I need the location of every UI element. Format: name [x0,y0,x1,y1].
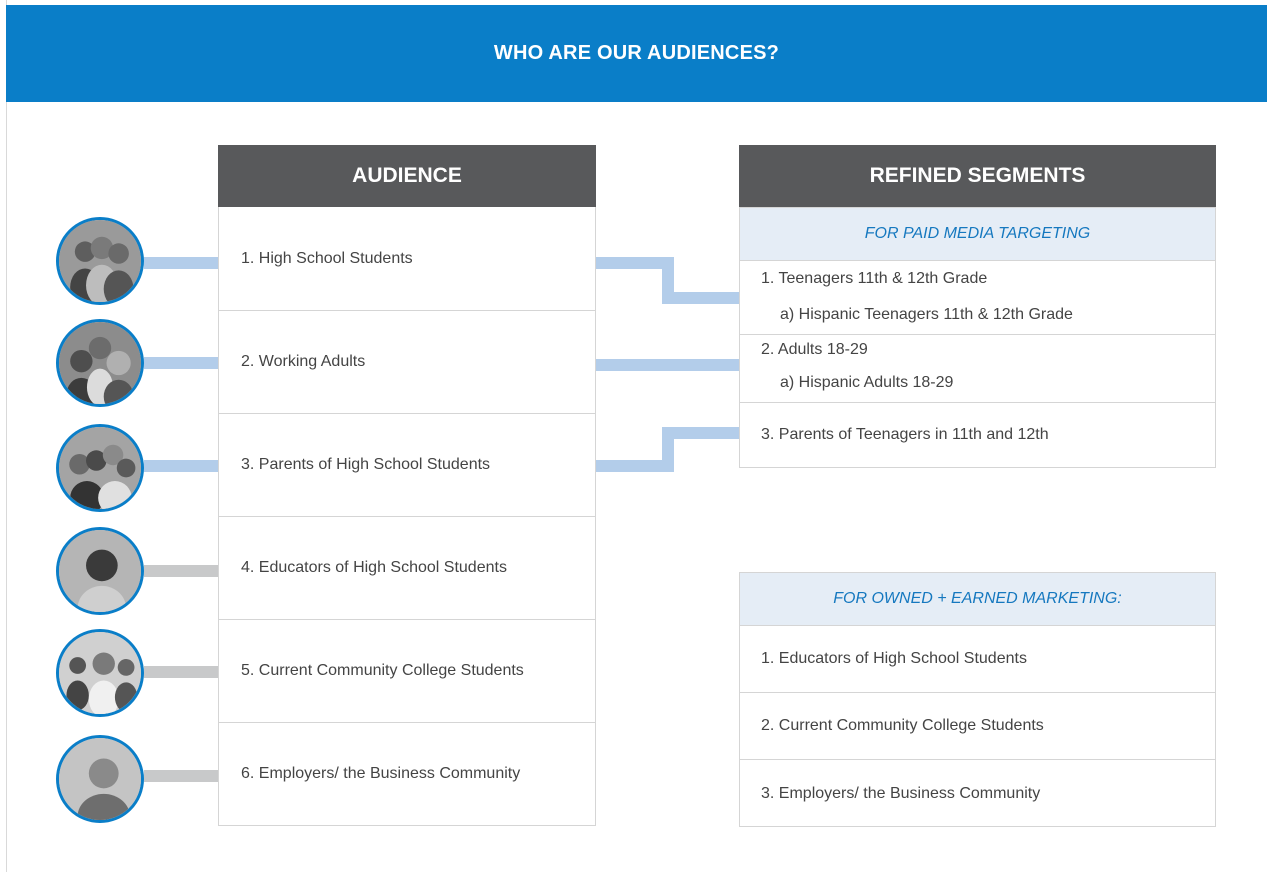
owned-earned-segments: FOR OWNED + EARNED MARKETING: 1. Educato… [739,572,1216,827]
connector-segment-1-a [596,257,674,269]
connector-avatar-6 [144,770,218,782]
segment-sublabel: a) Hispanic Adults 18-29 [780,374,954,391]
owned-item-label: 1. Educators of High School Students [761,650,1027,667]
audience-item-label: 2. Working Adults [241,353,366,370]
connector-segment-1-c [662,292,739,304]
connector-segment-3-a [596,460,674,472]
audience-item-label: 1. High School Students [241,249,413,267]
connector-avatar-1 [144,257,218,269]
connector-avatar-5 [144,666,218,678]
segment-label: 3. Parents of Teenagers in 11th and 12th [761,426,1049,443]
audience-item-label: 6. Employers/ the Business Community [241,765,521,782]
page-title-banner: WHO ARE OUR AUDIENCES? [6,5,1267,102]
owned-earned-subheader-label: FOR OWNED + EARNED MARKETING: [833,590,1122,607]
paid-media-subheader-label: FOR PAID MEDIA TARGETING [864,225,1091,242]
avatar-college-students-photo [56,629,144,717]
page-title: WHO ARE OUR AUDIENCES? [493,42,780,64]
paid-media-subheader: FOR PAID MEDIA TARGETING [740,208,1215,261]
connector-segment-3-c [662,427,739,439]
paid-media-segments: FOR PAID MEDIA TARGETING 1. Teenagers 11… [739,207,1216,468]
owned-item: 3. Employers/ the Business Community [740,760,1215,827]
segments-header-label: REFINED SEGMENTS [869,164,1086,187]
audience-item-label: 5. Current Community College Students [241,662,524,679]
avatar-parents-photo [56,424,144,512]
audience-item-label: 4. Educators of High School Students [241,559,507,576]
audience-item: 6. Employers/ the Business Community [219,722,595,825]
owned-item: 2. Current Community College Students [740,693,1215,760]
connector-avatar-4 [144,565,218,577]
audience-item: 3. Parents of High School Students [219,413,595,516]
segment-group: 2. Adults 18-29 a) Hispanic Adults 18-29 [740,335,1215,403]
segment-group: 3. Parents of Teenagers in 11th and 12th [740,403,1215,467]
audience-item: 5. Current Community College Students [219,619,595,722]
segment-group: 1. Teenagers 11th & 12th Grade a) Hispan… [740,261,1215,335]
segment-sublabel: a) Hispanic Teenagers 11th & 12th Grade [780,306,1073,323]
connector-avatar-2 [144,357,218,369]
avatar-educator-photo [56,527,144,615]
audience-list: 1. High School Students 2. Working Adult… [218,207,596,826]
owned-item: 1. Educators of High School Students [740,626,1215,693]
segment-label: 2. Adults 18-29 [761,341,868,358]
audience-item: 1. High School Students [219,207,595,310]
audience-item-label: 3. Parents of High School Students [241,456,491,473]
audience-header: AUDIENCE [218,145,596,207]
avatar-adults-photo [56,319,144,407]
segment-label: 1. Teenagers 11th & 12th Grade [761,270,988,287]
page-frame [6,0,1267,872]
audience-item: 2. Working Adults [219,310,595,413]
connector-segment-2 [596,359,739,371]
segments-header: REFINED SEGMENTS [739,145,1216,207]
avatar-students-photo [56,217,144,305]
audience-header-label: AUDIENCE [352,164,462,187]
owned-item-label: 3. Employers/ the Business Community [761,784,1041,802]
audience-item: 4. Educators of High School Students [219,516,595,619]
avatar-employer-photo [56,735,144,823]
connector-avatar-3 [144,460,218,472]
owned-item-label: 2. Current Community College Students [761,717,1044,734]
owned-earned-subheader: FOR OWNED + EARNED MARKETING: [740,573,1215,626]
